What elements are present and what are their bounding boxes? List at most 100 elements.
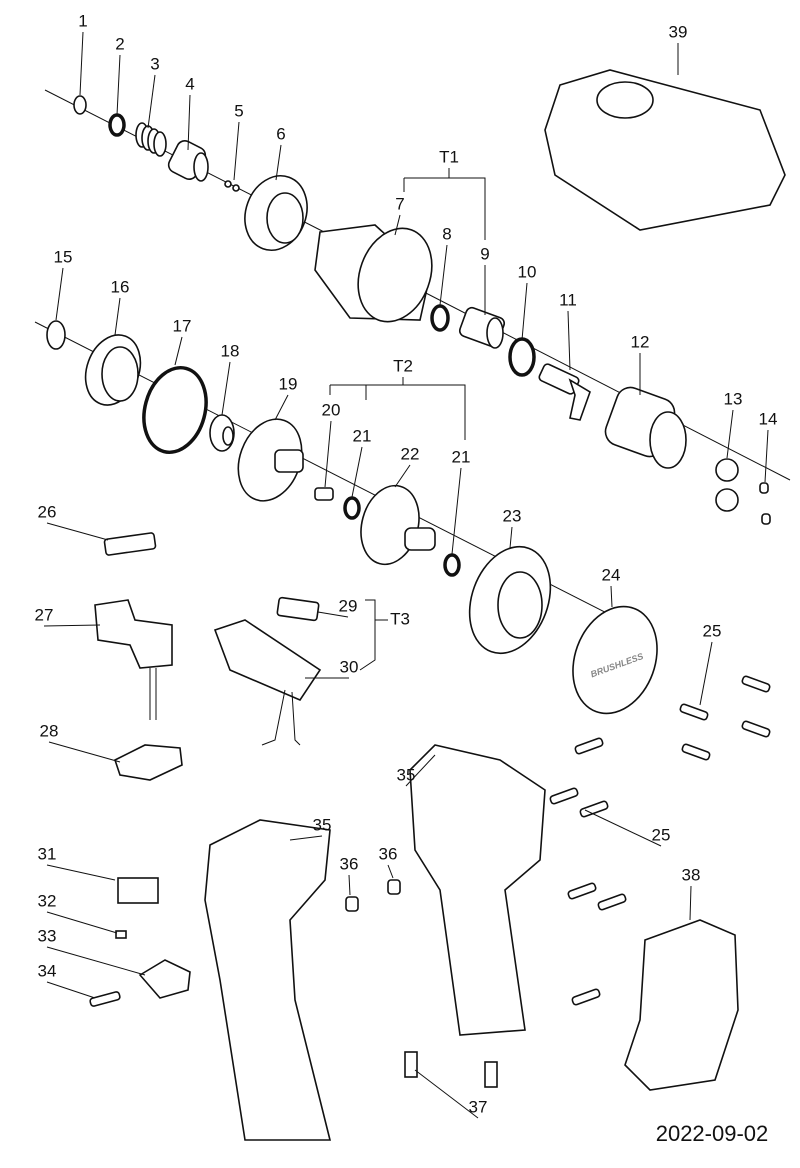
leader-line: [764, 429, 769, 483]
part-label-13: 13: [724, 389, 743, 408]
leader-line: [394, 214, 401, 236]
leader-line: [43, 624, 101, 627]
part-27-switch: [94, 599, 173, 720]
group-bracket: [403, 168, 486, 240]
part-label-21: 21: [353, 426, 372, 445]
part-label-16: 16: [111, 277, 130, 296]
leader-line: [79, 31, 84, 96]
part-7-housing: [314, 224, 433, 323]
part-19-plate: [237, 418, 304, 502]
part-label-8: 8: [442, 224, 451, 243]
leader-line: [116, 54, 121, 116]
part-label-36: 36: [379, 844, 398, 863]
leader-line: [521, 282, 528, 341]
part-13-gears: [715, 458, 739, 512]
part-24-cover: BRUSHLESS: [572, 605, 658, 715]
part-4-sleeve: [167, 140, 209, 182]
part-21-bearing: [343, 496, 361, 520]
part-label-6: 6: [276, 124, 285, 143]
part-26-strip: [103, 532, 157, 556]
leader-line: [114, 297, 121, 336]
part-14-pins: [759, 482, 771, 525]
leader-line: [46, 911, 118, 934]
leader-line: [317, 611, 349, 618]
part-label-5: 5: [234, 101, 243, 120]
leader-line: [221, 361, 231, 416]
leader-line: [689, 885, 692, 921]
part-28-lever: [114, 744, 183, 781]
part-label-39: 39: [669, 22, 688, 41]
part-label-33: 33: [38, 926, 57, 945]
part-label-25: 25: [652, 825, 671, 844]
part-label-30: 30: [340, 657, 359, 676]
part-37-plates: [404, 1051, 498, 1088]
part-8-oring: [430, 304, 450, 332]
leader-line: [567, 310, 571, 371]
part-label-10: 10: [518, 262, 537, 281]
part-20-shaft: [314, 487, 334, 501]
part-label-15: 15: [54, 247, 73, 266]
part-label-21: 21: [452, 447, 471, 466]
leader-line: [48, 741, 121, 763]
part-label-37: 37: [469, 1097, 488, 1116]
part-3-spring: [135, 122, 167, 157]
leader-line: [509, 526, 513, 549]
part-17-oring: [142, 365, 208, 455]
part-label-25: 25: [703, 621, 722, 640]
part-label-23: 23: [503, 506, 522, 525]
part-label-19: 19: [279, 374, 298, 393]
part-36b-insert: [387, 879, 401, 895]
part-36-insert: [345, 896, 359, 912]
handle-right: [409, 744, 546, 1036]
part-label-12: 12: [631, 332, 650, 351]
part-31-label: [117, 877, 159, 904]
part-38-battery: [624, 919, 739, 1091]
part-label-14: 14: [759, 409, 778, 428]
part-11-anvil: [538, 363, 591, 421]
group-bracket: [359, 599, 388, 671]
part-label-35: 35: [397, 765, 416, 784]
part-label-4: 4: [185, 74, 194, 93]
part-label-1: 1: [78, 11, 87, 30]
leader-line: [699, 641, 713, 706]
part-label-17: 17: [173, 316, 192, 335]
part-label-35: 35: [313, 815, 332, 834]
group-bracket: [329, 377, 466, 440]
part-label-36: 36: [340, 854, 359, 873]
leader-line: [351, 446, 363, 498]
part-label-31: 31: [38, 844, 57, 863]
part-32-tag: [115, 930, 127, 939]
part-label-7: 7: [395, 194, 404, 213]
part-34-screw: [89, 991, 121, 1007]
part-label-32: 32: [38, 891, 57, 910]
diagram-date: 2022-09-02: [656, 1121, 769, 1146]
part-label-3: 3: [150, 54, 159, 73]
leader-line: [46, 981, 96, 999]
part-label-27: 27: [35, 605, 54, 624]
handle-left: [204, 819, 332, 1141]
part-10-washer: [508, 337, 536, 377]
part-9-bearing: [458, 306, 506, 349]
part-label-38: 38: [682, 865, 701, 884]
part-label-26: 26: [38, 502, 57, 521]
leader-line: [147, 74, 156, 129]
part-12-hammer: [604, 386, 687, 469]
part-shapes: BRUSHLESS: [46, 69, 786, 1141]
leader-line: [289, 835, 323, 841]
leader-line: [233, 121, 240, 181]
part-33-clip: [138, 959, 191, 999]
part-label-9: 9: [480, 244, 489, 263]
leader-line: [187, 94, 191, 151]
part-label-28: 28: [40, 721, 59, 740]
part-1-ring: [73, 95, 87, 115]
part-label-22: 22: [401, 444, 420, 463]
part-label-18: 18: [221, 341, 240, 360]
part-label-t1: T1: [439, 147, 459, 166]
leader-line: [439, 244, 448, 306]
leader-line: [324, 420, 332, 488]
part-15-washer: [46, 320, 66, 350]
leader-line: [584, 809, 662, 847]
leader-line: [46, 946, 146, 976]
leader-line: [274, 394, 289, 421]
